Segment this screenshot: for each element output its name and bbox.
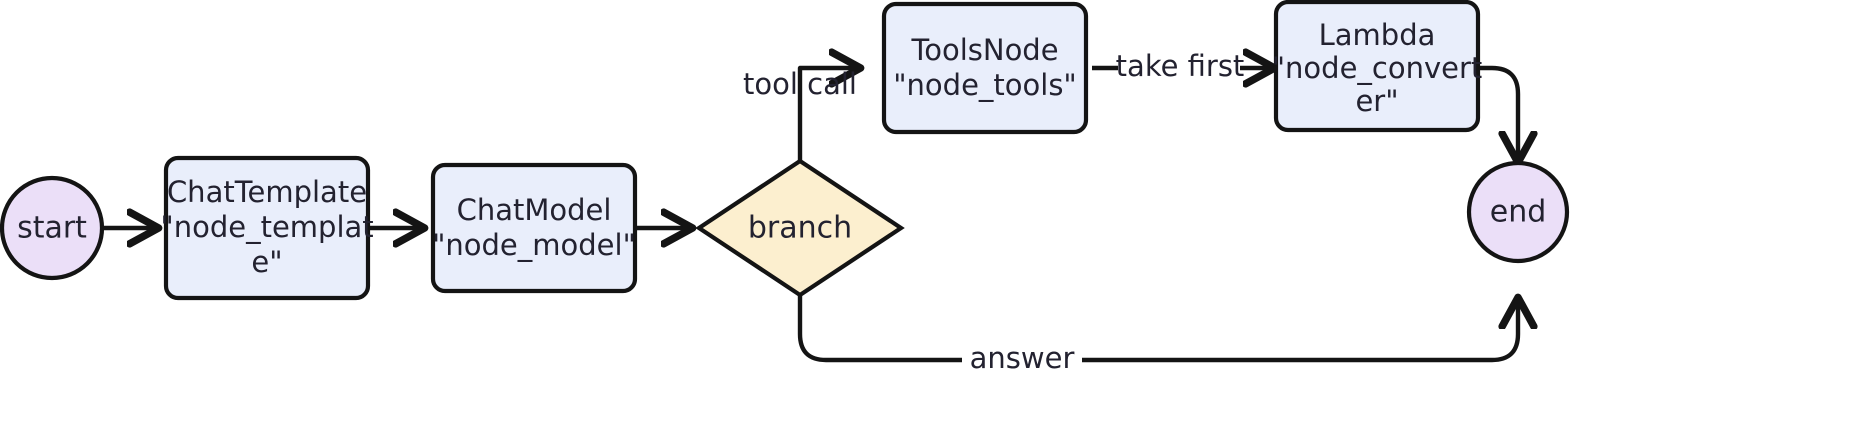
edge-label-take-first: take first — [1116, 49, 1245, 83]
node-model-label-line1: ChatModel — [457, 193, 612, 227]
node-tools-box — [881, 1, 1089, 135]
branch-label: branch — [748, 211, 852, 246]
branch-diamond — [695, 158, 905, 298]
node-start[interactable]: start — [0, 175, 105, 281]
node-model-box — [430, 162, 638, 294]
node-tools-label-line1: ToolsNode — [910, 33, 1058, 67]
edge-node-converter-to-end — [1478, 65, 1518, 160]
edge-branch-to-node-tools — [797, 68, 858, 162]
node-converter-label-line1: Lambda — [1319, 18, 1436, 52]
end-circle — [1466, 160, 1570, 264]
node-tools-label-line2: "node_tools" — [893, 68, 1077, 102]
node-converter-box — [1273, 0, 1481, 133]
start-label: start — [17, 211, 87, 246]
node-branch[interactable]: branch — [695, 158, 905, 298]
node-model-label-line2: "node_model" — [432, 228, 636, 262]
node-template-box — [163, 155, 371, 301]
node-converter-label-line2: "node_convert — [1272, 51, 1483, 85]
node-node-model[interactable]: ChatModel "node_model" — [430, 162, 638, 294]
node-node-converter[interactable]: Lambda "node_convert er" — [1272, 0, 1483, 133]
node-converter-label-line3: er" — [1355, 84, 1398, 118]
edge-label-tool-call: tool call — [743, 67, 857, 101]
node-node-template[interactable]: ChatTemplate "node_templat e" — [160, 155, 374, 301]
end-label: end — [1490, 195, 1547, 230]
node-template-label-line1: ChatTemplate — [167, 175, 367, 209]
start-circle — [0, 175, 105, 281]
node-end[interactable]: end — [1466, 160, 1570, 264]
node-template-label-line2: "node_templat — [160, 210, 373, 244]
edge-branch-to-end-right — [1082, 300, 1518, 363]
node-node-tools[interactable]: ToolsNode "node_tools" — [881, 1, 1089, 135]
edge-label-answer: answer — [970, 341, 1075, 375]
edge-branch-to-end-left — [797, 294, 962, 363]
node-template-label-line3: e" — [251, 245, 282, 279]
